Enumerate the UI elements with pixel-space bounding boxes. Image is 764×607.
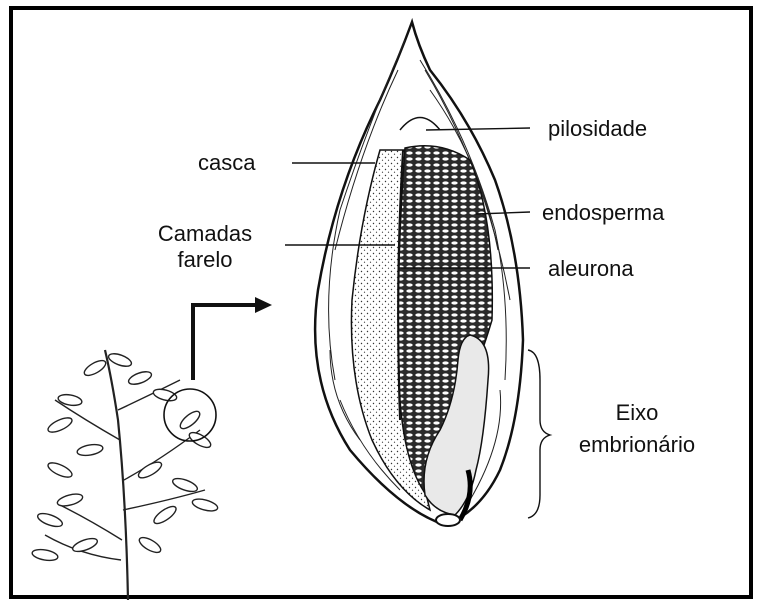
label-eixo-embrionario: Eixo embrionário: [552, 400, 722, 458]
pointer-arrow: [193, 305, 255, 380]
plant-illustration: [31, 350, 219, 600]
label-casca: casca: [198, 150, 255, 176]
embryo-brace: [528, 350, 550, 518]
label-pilosidade: pilosidade: [548, 116, 647, 142]
label-farelo: farelo: [130, 247, 280, 273]
label-camadas-farelo: Camadas farelo: [130, 221, 280, 273]
label-eixo: Eixo: [552, 400, 722, 426]
label-embrionario: embrionário: [552, 432, 722, 458]
label-camadas: Camadas: [130, 221, 280, 247]
label-endosperma: endosperma: [542, 200, 664, 226]
seed-base: [436, 514, 460, 526]
label-aleurona: aleurona: [548, 256, 634, 282]
